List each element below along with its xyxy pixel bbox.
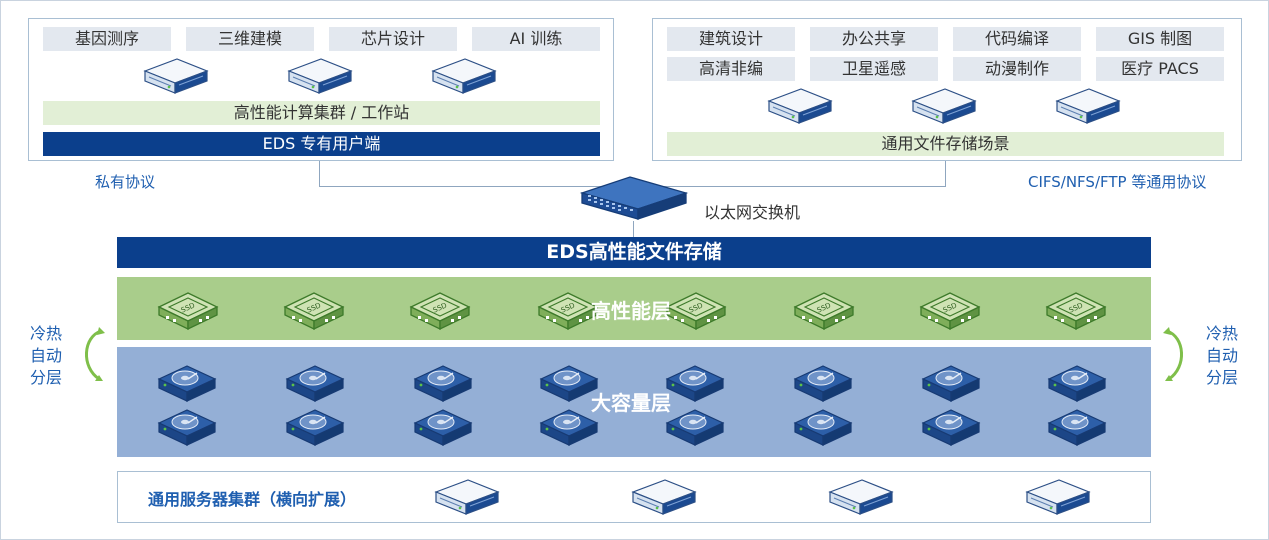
private-protocol-label: 私有协议 xyxy=(95,173,156,191)
hard-disk-icon xyxy=(1047,405,1107,447)
connector-line xyxy=(319,161,320,186)
capacity-layer: 大容量层 xyxy=(117,347,1151,457)
hpc-cluster-label: 高性能计算集群 / 工作站 xyxy=(43,101,600,125)
ssd-icon xyxy=(537,287,599,331)
tag-satellite-sensing: 卫星遥感 xyxy=(810,57,938,81)
performance-layer: 高性能层 xyxy=(117,277,1151,340)
ssd-icon xyxy=(919,287,981,331)
hard-disk-icon xyxy=(285,361,345,403)
hard-disk-icon xyxy=(1047,361,1107,403)
tiering-text: 分层 xyxy=(1205,368,1238,387)
rack-server-icon xyxy=(911,87,977,127)
switch-label: 以太网交换机 xyxy=(704,203,801,222)
tiering-text: 冷热 xyxy=(29,324,62,343)
rack-server-icon xyxy=(1025,478,1091,518)
tag-3d-modeling: 三维建模 xyxy=(186,27,314,51)
auto-tiering-left: 冷热 自动 分层 xyxy=(21,323,71,389)
tag-chip-design: 芯片设计 xyxy=(329,27,457,51)
eds-client-label: EDS 专有用户端 xyxy=(43,132,600,156)
tiering-text: 自动 xyxy=(1205,346,1238,365)
hard-disk-icon xyxy=(539,361,599,403)
ssd-icon xyxy=(409,287,471,331)
server-cluster-panel: 通用服务器集群（横向扩展） xyxy=(117,471,1151,523)
hard-disk-icon xyxy=(921,405,981,447)
rack-server-icon xyxy=(287,57,353,97)
auto-tiering-right: 冷热 自动 分层 xyxy=(1197,323,1247,389)
general-protocol-label: CIFS/NFS/FTP 等通用协议 xyxy=(1028,173,1207,191)
tag-architecture-design: 建筑设计 xyxy=(667,27,795,51)
eds-storage-title: EDS高性能文件存储 xyxy=(117,237,1151,268)
rack-server-icon xyxy=(143,57,209,97)
rack-server-icon xyxy=(431,57,497,97)
connector-line xyxy=(633,221,634,237)
general-protocol-panel: 建筑设计 办公共享 代码编译 GIS 制图 高清非编 卫星遥感 动漫制作 医疗 … xyxy=(652,18,1242,161)
file-storage-scenario-label: 通用文件存储场景 xyxy=(667,132,1224,156)
private-protocol-panel: 基因测序 三维建模 芯片设计 AI 训练 高性能计算集群 / 工作站 EDS 专… xyxy=(28,18,614,161)
ssd-icon xyxy=(1045,287,1107,331)
tiering-text: 分层 xyxy=(29,368,62,387)
ssd-icon xyxy=(665,287,727,331)
hard-disk-icon xyxy=(157,361,217,403)
rack-server-icon xyxy=(1055,87,1121,127)
network-switch-icon xyxy=(578,175,690,223)
hard-disk-icon xyxy=(413,405,473,447)
tiering-text: 冷热 xyxy=(1205,324,1238,343)
ssd-icon xyxy=(283,287,345,331)
hard-disk-icon xyxy=(793,405,853,447)
hard-disk-icon xyxy=(539,405,599,447)
rack-server-icon xyxy=(828,478,894,518)
tag-office-sharing: 办公共享 xyxy=(810,27,938,51)
ssd-icon xyxy=(793,287,855,331)
rack-server-icon xyxy=(631,478,697,518)
hard-disk-icon xyxy=(665,405,725,447)
connector-line xyxy=(945,161,946,186)
tag-ai-training: AI 训练 xyxy=(472,27,600,51)
hard-disk-icon xyxy=(921,361,981,403)
performance-layer-label: 高性能层 xyxy=(591,299,671,323)
tag-gis-mapping: GIS 制图 xyxy=(1096,27,1224,51)
tag-medical-pacs: 医疗 PACS xyxy=(1096,57,1224,81)
hard-disk-icon xyxy=(665,361,725,403)
rack-server-icon xyxy=(434,478,500,518)
hard-disk-icon xyxy=(793,361,853,403)
capacity-layer-label: 大容量层 xyxy=(591,391,671,415)
hard-disk-icon xyxy=(285,405,345,447)
tiering-text: 自动 xyxy=(29,346,62,365)
tag-code-compiling: 代码编译 xyxy=(953,27,1081,51)
tag-animation: 动漫制作 xyxy=(953,57,1081,81)
server-cluster-label: 通用服务器集群（横向扩展） xyxy=(148,490,357,509)
ssd-icon xyxy=(157,287,219,331)
cycle-arrow-icon xyxy=(1161,327,1191,383)
hard-disk-icon xyxy=(413,361,473,403)
tag-hd-editing: 高清非编 xyxy=(667,57,795,81)
hard-disk-icon xyxy=(157,405,217,447)
rack-server-icon xyxy=(767,87,833,127)
tag-gene-sequencing: 基因测序 xyxy=(43,27,171,51)
cycle-arrow-icon xyxy=(77,327,107,383)
